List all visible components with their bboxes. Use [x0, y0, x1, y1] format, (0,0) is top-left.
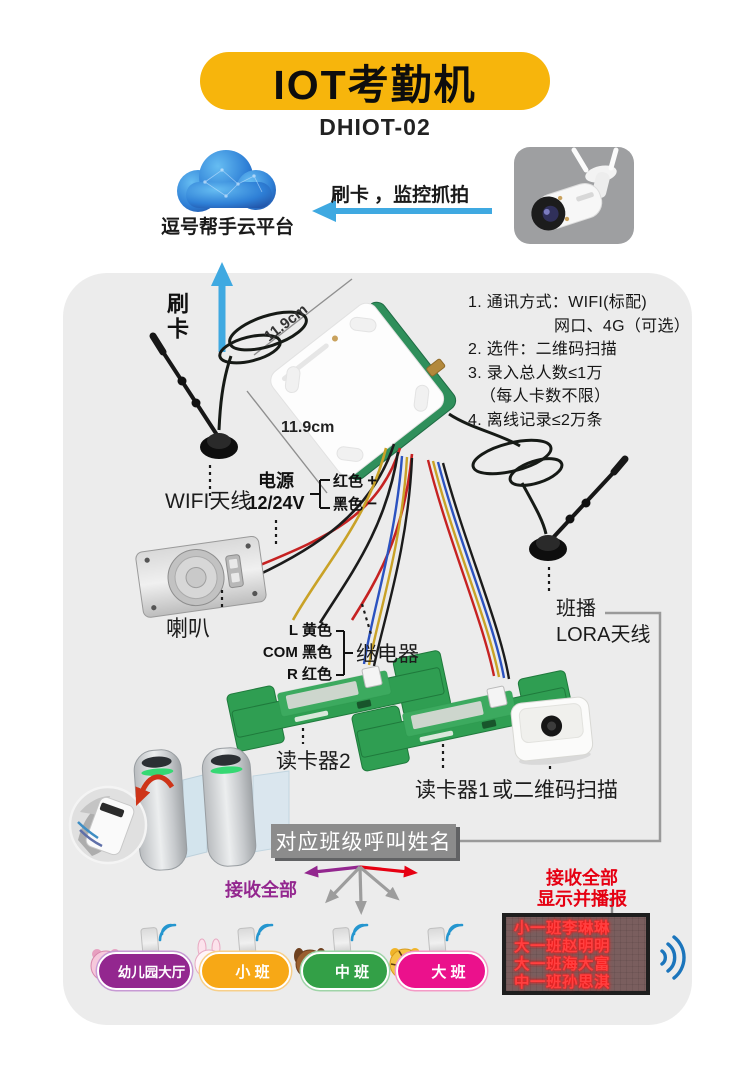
led-line: 大一班赵明明: [514, 938, 611, 955]
leader-lines: [208, 465, 552, 772]
lora-antenna-label: 班播 LORA天线: [556, 598, 651, 646]
relay-label: 继电器: [356, 643, 419, 666]
title-text: IOT考勤机: [273, 62, 477, 108]
wifi-waves-icon: [660, 935, 686, 980]
receive-all-left-label: 接收全部: [225, 880, 297, 900]
qr-scanner: [510, 696, 594, 765]
class-receivers: [140, 923, 464, 959]
power-black-wire: 黑色 −: [333, 494, 378, 513]
dimension-lines: [246, 278, 353, 494]
led-line: 小一班李琳琳: [514, 920, 611, 937]
call-name-badge: 对应班级呼叫姓名: [271, 824, 456, 858]
relay-row: COM 黑色: [262, 644, 332, 661]
relay-row: R 红色: [286, 666, 332, 683]
receive-all-right-label: 接收全部 显示并播报: [537, 868, 627, 909]
cloud-icon: [177, 150, 276, 212]
page-title: IOT考勤机: [200, 52, 550, 110]
class-badge-small: 小 班: [200, 952, 291, 990]
class-badge-big: 大 班: [396, 952, 487, 990]
wifi-antenna: [149, 332, 238, 459]
model-number: DHIOT-02: [319, 114, 431, 140]
led-line: 大一班海大富: [514, 956, 611, 973]
speaker-image: [135, 535, 267, 618]
call-badge-connector-line: [458, 611, 662, 843]
class-badge-middle: 中 班: [301, 952, 389, 990]
card-reader1-label: 读卡器1: [415, 779, 490, 802]
spec-line: 网口、4G（可选）: [554, 317, 691, 335]
spec-line: （每人卡数不限）: [480, 388, 611, 405]
device-dimension-bottom: 11.9cm: [281, 419, 335, 436]
led-display: 小一班李琳琳 大一班赵明明 大一班海大富 中一班孙思淇: [502, 913, 650, 995]
spec-line: 3. 录入总人数≤1万: [468, 364, 603, 382]
flow-arrow-label: 刷卡 ，监控抓拍: [330, 185, 470, 206]
led-line: 中一班孙思淇: [514, 974, 611, 991]
wifi-antenna-label: WIFI天线: [165, 490, 252, 513]
swipe-card-label: 刷卡: [164, 292, 189, 342]
power-line1: 电源: [258, 471, 294, 491]
spec-list: 1. 通讯方式：WIFI(标配) 网口、4G（可选） 2. 选件：二维码扫描 3…: [468, 291, 691, 432]
relay-row: L 黄色: [288, 622, 332, 639]
speaker-label: 喇叭: [166, 616, 211, 641]
spec-line: 1. 通讯方式：WIFI(标配): [468, 294, 648, 311]
cloud-platform-label: 逗号帮手云平台: [160, 217, 294, 238]
power-line2: 12/24V: [247, 493, 305, 513]
spec-line: 4. 离线记录≤2万条: [468, 411, 603, 429]
lora-antenna: [529, 455, 629, 561]
led-display-antenna: [610, 897, 614, 914]
class-badge-lobby: 幼儿园大厅: [97, 952, 192, 990]
turnstile-image: [68, 747, 290, 871]
power-red-wire: 红色 +: [333, 471, 378, 490]
power-wire-colors: 红色 + 黑色 −: [333, 470, 377, 516]
relay-wire-rows: L 黄色 COM 黑色 R 红色: [250, 620, 332, 686]
power-label: 电源 12/24V: [243, 470, 309, 514]
cable-bundle: [217, 310, 564, 680]
power-bracket: [310, 479, 330, 509]
spec-line: 2. 选件：二维码扫描: [468, 341, 618, 358]
controller-device: [270, 301, 457, 480]
card-reader2-label: 读卡器2: [276, 750, 351, 773]
camera-image: [514, 147, 634, 244]
qr-scanner-label: 或二维码扫描: [492, 779, 618, 802]
relay-bracket: [336, 630, 353, 676]
broadcast-arrows: [304, 865, 418, 915]
